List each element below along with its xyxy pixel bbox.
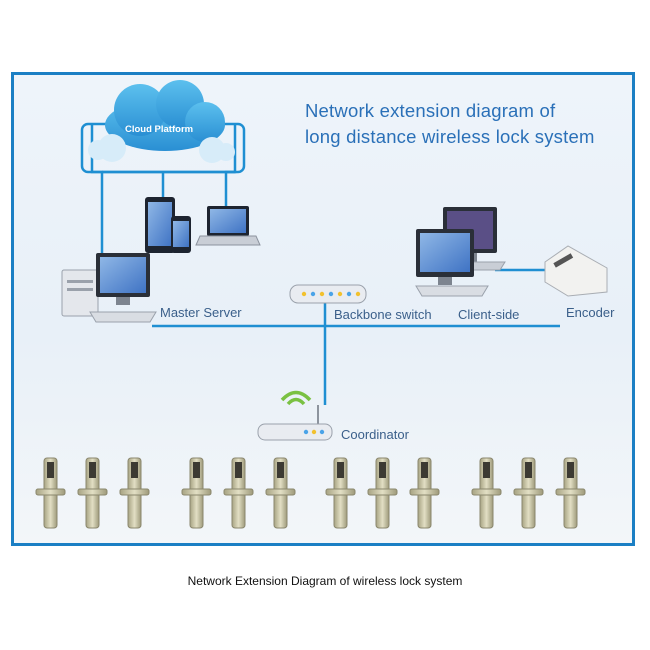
door-lock-icon [265, 457, 296, 529]
door-lock-icon [471, 457, 502, 529]
encoder-icon [544, 245, 608, 297]
backbone-switch-icon [289, 284, 367, 304]
door-lock-icon [119, 457, 150, 529]
laptop-icon [195, 206, 261, 246]
door-lock-icon [223, 457, 254, 529]
tablet-icon [145, 197, 175, 253]
door-lock-icon [555, 457, 586, 529]
phone-icon [171, 216, 191, 253]
door-lock-icon [409, 457, 440, 529]
coordinator-icon [257, 390, 333, 441]
door-lock-icon [367, 457, 398, 529]
door-locks [35, 457, 586, 529]
door-lock-icon [513, 457, 544, 529]
diagram-title-line2: long distance wireless lock system [305, 126, 595, 147]
encoder-label: Encoder [566, 305, 615, 320]
door-lock-icon [35, 457, 66, 529]
cloud-icon [88, 80, 235, 163]
client-side-label: Client-side [458, 307, 520, 322]
cloud-platform-label: Cloud Platform [125, 124, 194, 135]
master-server-label: Master Server [160, 305, 242, 320]
backbone-switch-label: Backbone switch [334, 307, 432, 322]
network-links [152, 268, 560, 405]
door-lock-icon [181, 457, 212, 529]
master-server-icon [61, 253, 157, 323]
figure-caption: Network Extension Diagram of wireless lo… [187, 574, 463, 588]
diagram-title-line1: Network extension diagram of [305, 100, 556, 121]
door-lock-icon [325, 457, 356, 529]
coordinator-label: Coordinator [341, 427, 409, 442]
door-lock-icon [77, 457, 108, 529]
client-computer-icon [415, 207, 506, 297]
